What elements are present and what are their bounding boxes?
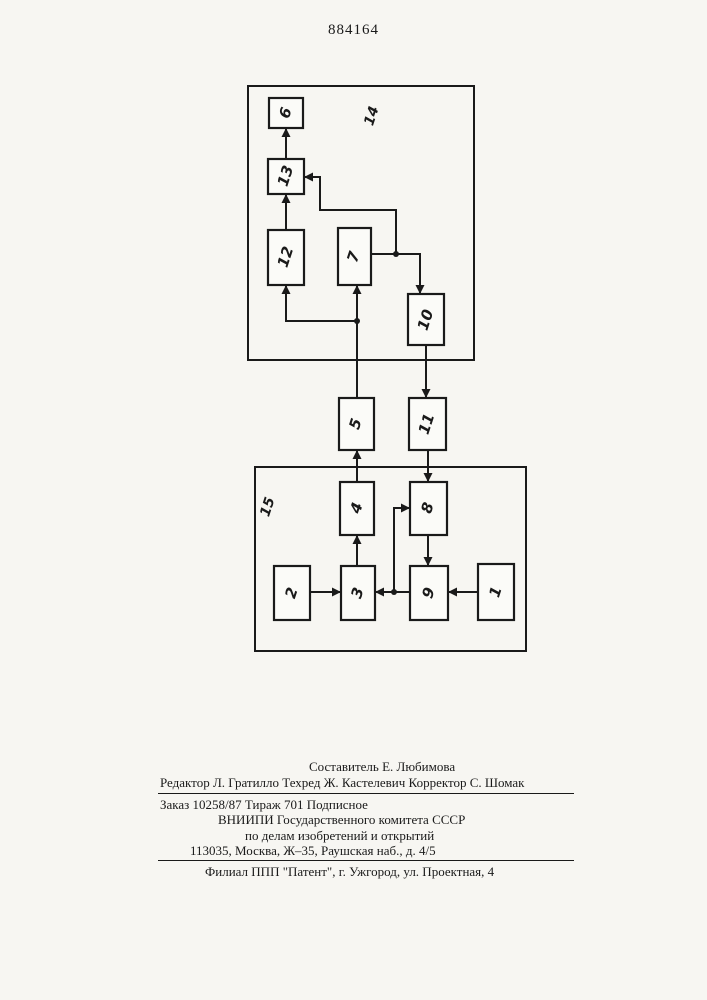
branch-line: Филиал ППП "Патент", г. Ужгород, ул. Про…	[205, 864, 494, 880]
imprint-rule-bottom	[158, 860, 574, 861]
organization-line-2: по делам изобретений и открытий	[245, 828, 434, 844]
organization-line-1: ВНИИПИ Государственного комитета СССР	[218, 812, 465, 828]
imprint-rule-top	[158, 793, 574, 794]
compiler-line: Составитель Е. Любимова	[309, 759, 455, 775]
address-line: 113035, Москва, Ж–35, Раушская наб., д. …	[190, 843, 436, 859]
order-line: Заказ 10258/87 Тираж 701 Подписное	[160, 797, 368, 813]
staff-line: Редактор Л. Гратилло Техред Ж. Кастелеви…	[160, 775, 525, 791]
